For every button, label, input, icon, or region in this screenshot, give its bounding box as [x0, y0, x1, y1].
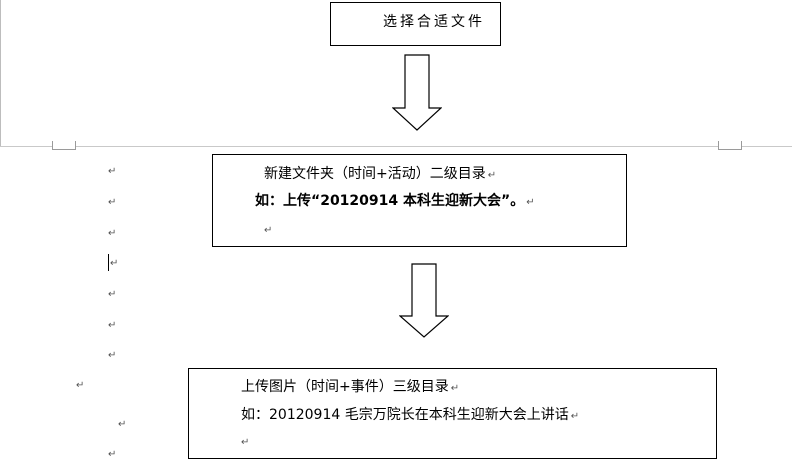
- step2-box[interactable]: 新建文件夹（时间+活动）二级目录↵ 如：上传“20120914 本科生迎新大会”…: [212, 154, 627, 247]
- step2-example-bold: 20120914 本科生迎新大会: [320, 193, 502, 209]
- paragraph-mark-icon: ↵: [110, 258, 119, 269]
- paragraph-mark-icon: ↵: [108, 197, 117, 208]
- step3-title: 上传图片（时间+事件）三级目录: [241, 379, 449, 395]
- paragraph-mark-icon: ↵: [108, 320, 117, 331]
- paragraph-mark-icon: ↵: [118, 419, 127, 430]
- paragraph-mark-icon: ↵: [264, 225, 273, 236]
- left-margin-line: [0, 0, 1, 146]
- page-break-line: [0, 146, 792, 147]
- paragraph-mark-icon: ↵: [108, 228, 117, 239]
- paragraph-mark-icon: ↵: [108, 289, 117, 300]
- step3-title-line: 上传图片（时间+事件）三级目录↵: [241, 378, 459, 398]
- paragraph-mark-icon: ↵: [108, 166, 117, 177]
- step2-example-prefix: 如：上传“: [255, 193, 321, 209]
- step2-example-line: 如：上传“20120914 本科生迎新大会”。↵: [255, 192, 535, 212]
- step3-box[interactable]: 上传图片（时间+事件）三级目录↵ 如：20120914 毛宗万院长在本科生迎新大…: [188, 368, 717, 459]
- paragraph-mark-icon: ↵: [108, 449, 117, 460]
- step3-example-line: 如：20120914 毛宗万院长在本科生迎新大会上讲话↵: [241, 406, 579, 426]
- down-arrow-icon: [392, 54, 442, 131]
- paragraph-mark-icon: ↵: [108, 350, 117, 361]
- paragraph-mark-icon: ↵: [450, 383, 460, 394]
- step1-text: 选择合适文件: [383, 14, 485, 30]
- right-indent-marker[interactable]: [718, 141, 742, 150]
- text-cursor[interactable]: [108, 254, 109, 271]
- step2-title-line: 新建文件夹（时间+活动）二级目录↵: [264, 165, 496, 185]
- down-arrow-icon: [399, 263, 449, 338]
- paragraph-mark-icon: ↵: [526, 197, 535, 208]
- left-indent-marker[interactable]: [52, 141, 76, 150]
- step2-title: 新建文件夹（时间+活动）二级目录: [264, 166, 486, 182]
- step1-box[interactable]: 选择合适文件: [330, 2, 501, 46]
- paragraph-mark-icon: ↵: [570, 411, 580, 422]
- paragraph-mark-icon: ↵: [241, 437, 250, 448]
- step3-example: 如：20120914 毛宗万院长在本科生迎新大会上讲话: [241, 407, 569, 423]
- step2-example-suffix: ”。: [501, 193, 525, 209]
- paragraph-mark-icon: ↵: [487, 170, 497, 181]
- paragraph-mark-icon: ↵: [76, 380, 85, 391]
